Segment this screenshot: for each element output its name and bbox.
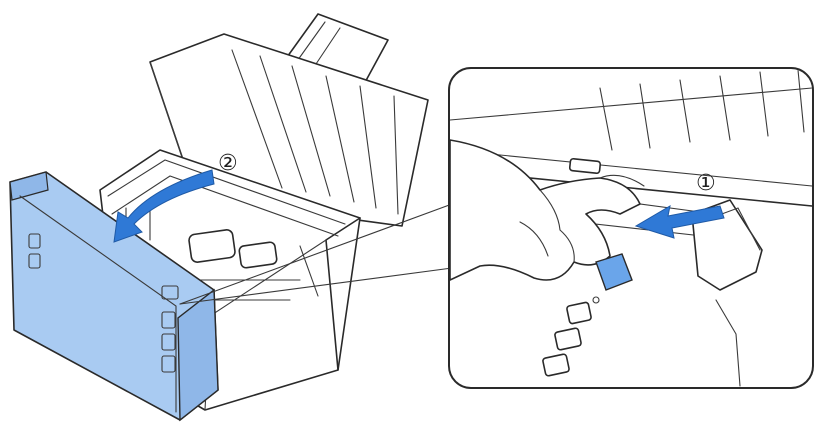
detail-zoom-panel: ① <box>448 67 814 389</box>
scanner-illustration: ② <box>9 13 429 422</box>
curved-arrow-icon <box>113 169 215 243</box>
hand-illustration <box>450 139 641 281</box>
cover-release-tab <box>595 253 633 291</box>
callout-lines <box>179 203 453 305</box>
step-2-label: ② <box>218 151 238 176</box>
scanner-button <box>566 301 592 325</box>
left-arrow-icon <box>634 205 725 239</box>
cover-slot-icon <box>28 233 41 249</box>
roller-assembly <box>107 159 346 301</box>
right-housing <box>691 199 763 291</box>
step-1-label: ① <box>696 171 716 196</box>
